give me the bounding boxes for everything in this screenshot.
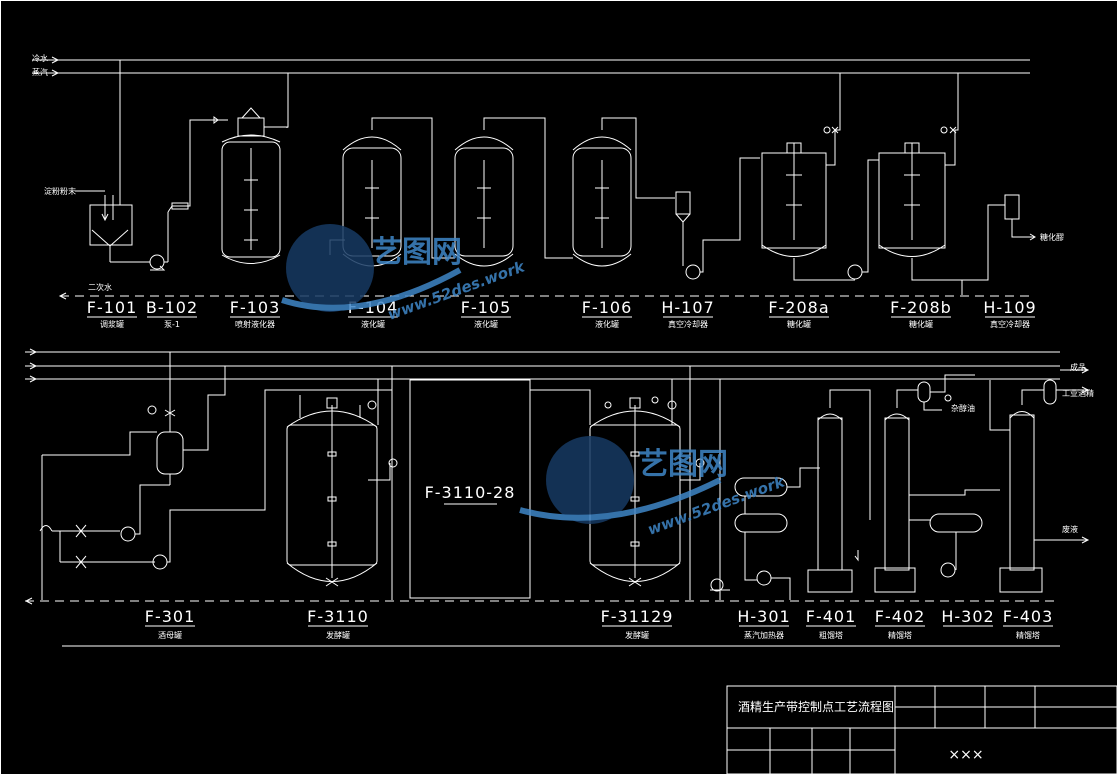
bottom-equipment-id-2: F-31129 [601,607,674,626]
fusel-oil-label: 杂醇油 [951,403,975,413]
top-equipment-name-7: 糖化罐 [787,319,811,329]
header-arrow-icon [51,56,60,77]
top-equipment-id-5: F-106 [582,298,633,317]
tank-f3110 [286,366,398,600]
top-equipment-id-6: H-107 [661,298,714,317]
bottom-equipment-id-6: H-302 [941,607,994,626]
bottom-equipment-name-3: 蒸汽加热器 [744,630,784,640]
top-equipment-name-0: 调浆罐 [100,319,124,329]
tank-f106 [572,117,675,267]
top-equipment-name-4: 液化罐 [474,319,498,329]
watermark-1: 艺图网 www.52des.work [281,224,528,324]
watermark-2: 艺图网 www.52des.work [519,436,788,539]
watermark-text-2: 艺图网 [638,447,728,482]
bottom-equipment-id-7: F-403 [1003,607,1054,626]
top-equipment-name-8: 糖化罐 [909,319,933,329]
bottom-section: F-3110-28 [24,348,1094,605]
tank-f101: 淀粉粉末 [44,60,150,263]
tank-f301 [39,352,392,600]
column-f403: 成品 工业酒精 杂醇油 废液 [951,362,1094,593]
heater-h301 [710,379,820,600]
bottom-equipment-name-7: 精馏塔 [1016,630,1040,640]
pump-b102 [149,116,228,271]
top-equipment-id-7: F-208a [768,298,829,317]
top-equipment-name-2: 喷射液化器 [235,319,275,329]
block-f3110-28: F-3110-28 [409,379,531,599]
column-f402 [874,374,1000,593]
top-equipment-labels: F-101调浆罐B-102泵-1F-103喷射液化器F-104液化罐F-105液… [87,298,1036,329]
bottom-equipment-id-1: F-3110 [307,607,369,626]
drawing-author: ××× [948,747,983,763]
to-saccharification-label: 糖化醪 [1040,232,1064,242]
bottom-equipment-id-0: F-301 [145,607,196,626]
product-label: 成品 [1070,362,1086,372]
top-section: 冷水 蒸汽 淀粉粉末 [32,53,1064,300]
top-equipment-name-3: 液化罐 [361,319,385,329]
top-equipment-id-2: F-103 [230,298,281,317]
cooler-h107 [675,157,760,280]
bottom-equipment-id-4: F-401 [806,607,857,626]
block-label: F-3110-28 [425,483,516,502]
bottom-equipment-name-2: 发酵罐 [625,630,649,640]
top-equipment-name-9: 真空冷却器 [990,319,1030,329]
bottom-equipment-name-4: 粗馏塔 [819,630,843,640]
tank-f105 [454,117,573,267]
top-equipment-id-9: H-109 [983,298,1036,317]
top-equipment-id-0: F-101 [87,298,138,317]
top-equipment-id-1: B-102 [146,298,198,317]
drawing-title: 酒精生产带控制点工艺流程图 [738,699,894,714]
industrial-alcohol-label: 工业酒精 [1062,388,1094,398]
top-equipment-id-4: F-105 [461,298,512,317]
top-equipment-name-1: 泵-1 [164,320,180,329]
stream-cooling-water-label: 冷水 [32,53,48,63]
tank-f208b [847,73,963,295]
bottom-equipment-id-3: H-301 [737,607,790,626]
stream-steam-label: 蒸汽 [32,67,48,77]
top-equipment-name-6: 真空冷却器 [668,319,708,329]
cooler-h109: 糖化醪 [962,194,1064,281]
bottom-equipment-name-5: 精馏塔 [888,630,912,640]
tank-f103 [221,73,289,264]
column-f401 [807,389,871,593]
watermark-text-1: 艺图网 [372,235,462,270]
bottom-equipment-name-0: 酒母罐 [158,630,182,640]
title-block: 酒精生产带控制点工艺流程图 ××× [726,685,1118,775]
waste-label: 废液 [1062,524,1078,534]
bottom-equipment-labels: F-301 酒母罐 F-3110 发酵罐 F-31129 发酵罐 H-301 蒸汽加热器 F-4… [145,607,1054,640]
raw-material-label: 淀粉粉末 [44,186,76,196]
secondary-water-label: 二次水 [88,282,112,292]
top-equipment-name-5: 液化罐 [595,319,619,329]
tank-f208a [761,73,855,281]
bottom-equipment-name-1: 发酵罐 [326,630,350,640]
top-equipment-id-8: F-208b [890,298,952,317]
bottom-equipment-id-5: F-402 [875,607,926,626]
